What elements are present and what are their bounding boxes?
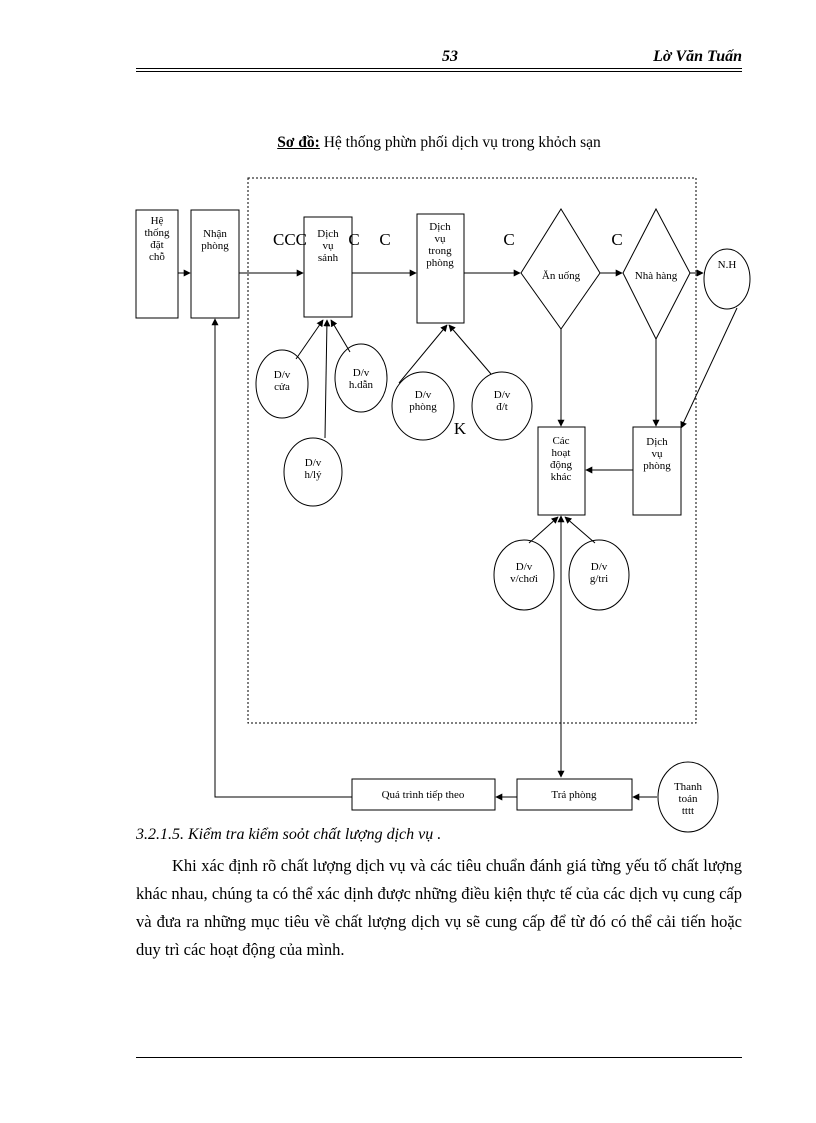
luggage-service-line1: D/v bbox=[305, 457, 322, 469]
stray-label-c2: C bbox=[379, 230, 390, 249]
check-in-line2: phòng bbox=[201, 240, 229, 252]
stray-label-c3: C bbox=[503, 230, 514, 249]
entertainment-service-line2: v/chơi bbox=[510, 573, 538, 585]
stray-label-k: K bbox=[454, 419, 467, 438]
guide-service-line1: D/v bbox=[353, 367, 370, 379]
lobby-service-line3: sảnh bbox=[318, 252, 339, 264]
luggage-service-circle bbox=[283, 437, 343, 507]
body-paragraph: Khi xác định rõ chất lượng dịch vụ và cá… bbox=[136, 856, 742, 959]
reservation-system-line1: Hệ bbox=[151, 215, 164, 227]
lobby-service-box bbox=[303, 216, 353, 318]
room-service-box bbox=[632, 426, 682, 516]
phone-service-line2: đ/t bbox=[496, 401, 508, 413]
payment-line2: toán bbox=[679, 793, 698, 805]
next-process-box bbox=[351, 778, 496, 811]
other-activities-line2: hoạt bbox=[552, 447, 571, 459]
payment-line1: Thanh bbox=[674, 781, 703, 793]
check-in-box bbox=[190, 209, 240, 319]
room-service-circle bbox=[391, 371, 455, 441]
in-room-service-box bbox=[416, 213, 465, 324]
check-in-line1: Nhận bbox=[203, 228, 227, 240]
section-heading: 3.2.1.5. Kiểm tra kiểm soỏt chất lượng d… bbox=[136, 826, 442, 843]
door-service-line1: D/v bbox=[274, 369, 291, 381]
header-rule bbox=[136, 68, 742, 69]
stray-label-c1: C bbox=[348, 230, 359, 249]
check-out-box bbox=[516, 778, 633, 811]
room-service-circle-line2: phòng bbox=[409, 401, 437, 413]
author-name: Lờ Văn Tuấn bbox=[653, 48, 742, 65]
reservation-system-line3: đặt bbox=[150, 239, 163, 251]
luggage-service-line2: h/lý bbox=[304, 469, 322, 481]
lobby-service-line2: vụ bbox=[323, 240, 335, 252]
reservation-system-box bbox=[135, 209, 179, 319]
guide-service-circle bbox=[334, 343, 388, 413]
recreation-service-circle bbox=[568, 539, 630, 611]
stray-label-c4: C bbox=[611, 230, 622, 249]
room-service-line2: vụ bbox=[652, 448, 664, 460]
in-room-service-line1: Dịch bbox=[429, 221, 451, 233]
other-activities-line3: động bbox=[550, 459, 573, 471]
entertainment-service-line1: D/v bbox=[516, 561, 533, 573]
footer-rule bbox=[136, 1057, 742, 1058]
food-beverage-label: Ăn uống bbox=[542, 270, 581, 282]
check-out-label: Trả phòng bbox=[551, 789, 597, 801]
diagram-title-prefix: Sơ đồ: bbox=[277, 134, 320, 151]
recreation-service-line2: g/tri bbox=[590, 573, 608, 585]
in-room-service-line4: phòng bbox=[426, 257, 454, 269]
food-beverage-diamond bbox=[520, 208, 601, 330]
page-number: 53 bbox=[442, 48, 458, 65]
nh-label: N.H bbox=[718, 259, 737, 271]
restaurant-label: Nhà hàng bbox=[635, 270, 678, 282]
payment-line3: tttt bbox=[682, 805, 694, 817]
header-rule-double bbox=[136, 71, 742, 72]
in-room-service-line3: trong bbox=[428, 245, 452, 257]
next-process-label: Quá trình tiếp theo bbox=[382, 789, 465, 801]
door-service-circle bbox=[255, 349, 309, 419]
other-activities-box bbox=[537, 426, 586, 516]
phone-service-circle bbox=[471, 371, 533, 441]
lobby-service-line1: Dịch bbox=[317, 228, 339, 240]
entertainment-service-circle bbox=[493, 539, 555, 611]
room-service-circle-line1: D/v bbox=[415, 389, 432, 401]
room-service-line1: Dịch bbox=[646, 436, 668, 448]
other-activities-line4: khác bbox=[551, 471, 572, 483]
payment-circle bbox=[657, 761, 719, 833]
diagram-title-text: Hệ thống phừn phối dịch vụ trong khỏch s… bbox=[319, 134, 601, 151]
diagram-title: Sơ đồ: Hệ thống phừn phối dịch vụ trong … bbox=[136, 134, 742, 152]
phone-service-line1: D/v bbox=[494, 389, 511, 401]
reservation-system-line4: chỗ bbox=[149, 251, 165, 263]
room-service-line3: phòng bbox=[643, 460, 671, 472]
other-activities-line1: Các bbox=[552, 435, 569, 447]
recreation-service-line1: D/v bbox=[591, 561, 608, 573]
nh-circle bbox=[703, 248, 751, 310]
in-room-service-line2: vụ bbox=[435, 233, 447, 245]
stray-label-ccc: CCC bbox=[273, 230, 307, 249]
door-service-line2: cửa bbox=[274, 381, 290, 393]
guide-service-line2: h.dẫn bbox=[349, 379, 374, 391]
service-boundary bbox=[247, 177, 697, 724]
reservation-system-line2: thống bbox=[144, 227, 170, 239]
